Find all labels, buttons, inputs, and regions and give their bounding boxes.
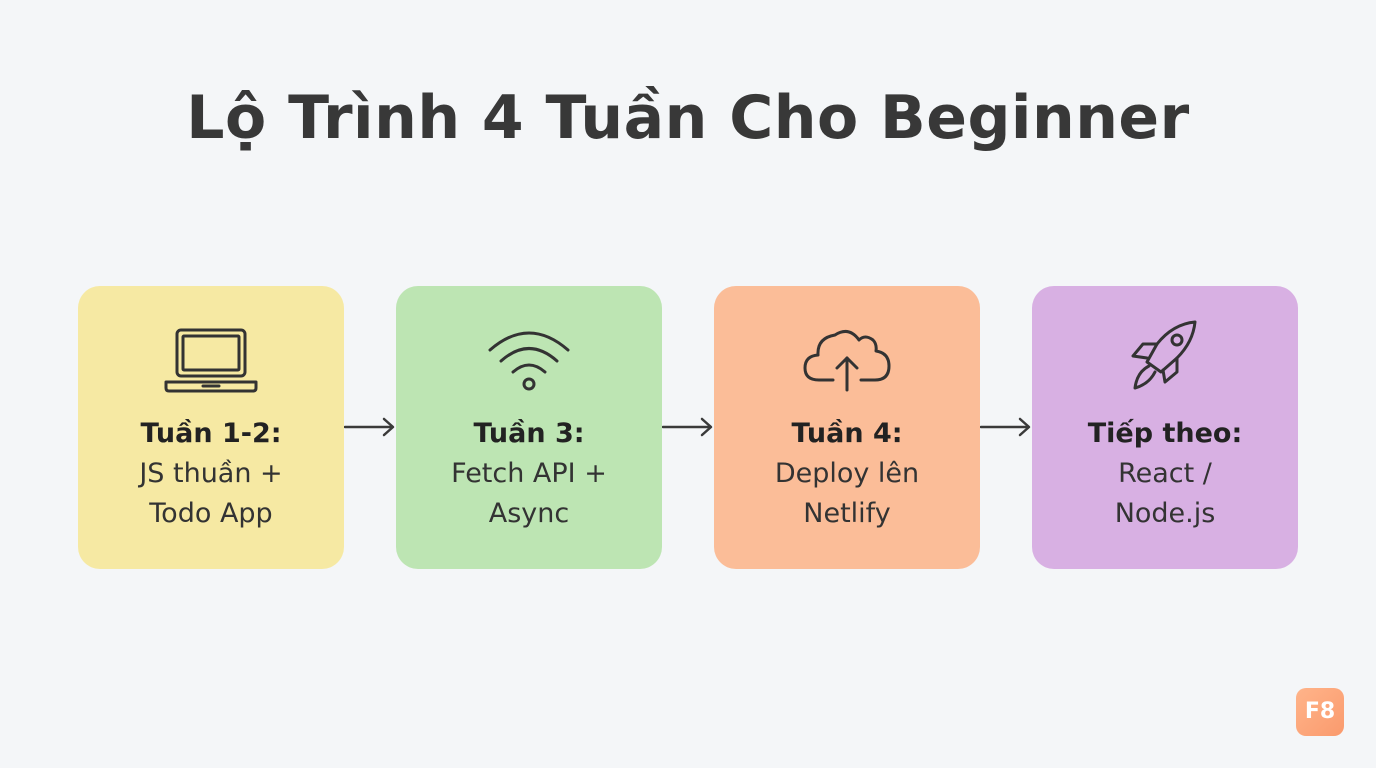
arrow-right-icon bbox=[344, 417, 395, 437]
step-card-week-4: Tuần 4: Deploy lên Netlify bbox=[714, 286, 980, 569]
wifi-icon bbox=[396, 316, 662, 396]
step-title: Tuần 3: bbox=[473, 418, 585, 449]
step-card-week-3: Tuần 3: Fetch API + Async bbox=[396, 286, 662, 569]
arrow-right-icon bbox=[662, 417, 713, 437]
step-title: Tiếp theo: bbox=[1087, 418, 1243, 449]
rocket-icon bbox=[1032, 316, 1298, 396]
brand-logo: F8 bbox=[1296, 688, 1344, 736]
page-title: Lộ Trình 4 Tuần Cho Beginner bbox=[186, 83, 1190, 153]
step-description: React / Node.js bbox=[1114, 458, 1216, 529]
cloud-upload-icon bbox=[714, 316, 980, 396]
step-description: Deploy lên Netlify bbox=[774, 458, 920, 529]
laptop-icon bbox=[78, 316, 344, 396]
step-title: Tuần 1-2: bbox=[140, 418, 282, 449]
step-card-week-1-2: Tuần 1-2: JS thuần + Todo App bbox=[78, 286, 344, 569]
arrow-right-icon bbox=[980, 417, 1031, 437]
step-description: Fetch API + Async bbox=[451, 458, 607, 529]
step-title: Tuần 4: bbox=[791, 418, 903, 449]
step-card-next: Tiếp theo: React / Node.js bbox=[1032, 286, 1298, 569]
step-description: JS thuần + Todo App bbox=[139, 458, 283, 529]
